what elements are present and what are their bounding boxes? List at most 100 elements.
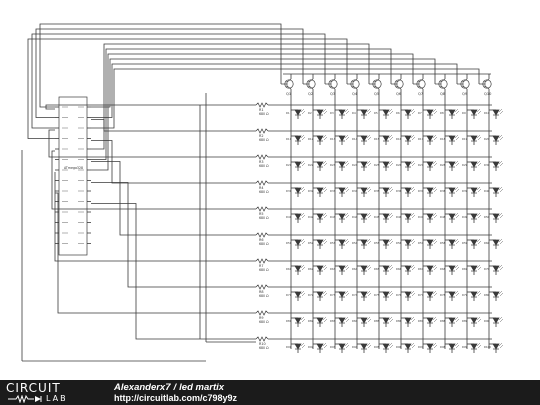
led-ray — [477, 136, 482, 141]
matrix-led — [338, 264, 350, 272]
resistor-value: 680 Ω — [259, 346, 269, 350]
led-triangle — [492, 343, 500, 350]
led-triangle — [360, 135, 368, 142]
row-drive-wire — [55, 192, 200, 314]
led-ray — [323, 318, 328, 323]
matrix-led — [360, 342, 372, 350]
led-ray — [322, 212, 327, 217]
led-label: D67 — [418, 267, 424, 271]
logo-text-top: CIRCUIT — [6, 381, 61, 395]
led-ray — [411, 162, 416, 167]
matrix-led — [382, 342, 394, 350]
led-ray — [344, 290, 349, 295]
led-ray — [411, 188, 416, 193]
led-ray — [454, 108, 459, 113]
led-triangle — [426, 317, 434, 324]
led-ray — [455, 292, 460, 297]
led-triangle — [404, 343, 412, 350]
matrix-led — [316, 134, 328, 142]
led-triangle — [404, 213, 412, 220]
circuitlab-logo[interactable]: CIRCUIT LAB — [6, 382, 98, 404]
matrix-led — [316, 212, 328, 220]
matrix-led — [360, 212, 372, 220]
resistor-label: R6 — [259, 238, 264, 242]
matrix-led — [404, 134, 416, 142]
led-label: D24 — [352, 163, 358, 167]
led-ray — [498, 212, 503, 217]
led-ray — [301, 266, 306, 271]
row-drive-wire — [91, 182, 200, 288]
led-label: D30 — [484, 163, 490, 167]
led-label: D58 — [440, 241, 446, 245]
led-triangle — [382, 291, 390, 298]
matrix-led — [338, 160, 350, 168]
led-ray — [367, 266, 372, 271]
matrix-led — [338, 342, 350, 350]
matrix-led — [404, 160, 416, 168]
led-ray — [366, 238, 371, 243]
led-triangle — [470, 213, 478, 220]
led-ray — [411, 214, 416, 219]
microcontroller-chip — [58, 96, 88, 256]
matrix-led — [294, 212, 306, 220]
led-ray — [323, 292, 328, 297]
led-ray — [498, 290, 503, 295]
transistor-q4 — [347, 78, 360, 90]
led-triangle — [360, 213, 368, 220]
matrix-led — [492, 238, 504, 246]
matrix-led — [316, 108, 328, 116]
led-ray — [476, 160, 481, 165]
led-label: D45 — [374, 215, 380, 219]
led-label: D36 — [396, 189, 402, 193]
transistor-label: Q10 — [484, 92, 492, 96]
led-label: D11 — [286, 137, 292, 141]
led-triangle — [294, 213, 302, 220]
led-ray — [301, 240, 306, 245]
led-label: D90 — [484, 319, 490, 323]
matrix-led — [294, 108, 306, 116]
matrix-led — [426, 212, 438, 220]
led-triangle — [448, 343, 456, 350]
transistor-emitter — [286, 85, 292, 90]
led-ray — [499, 110, 504, 115]
transistor-collector — [308, 78, 314, 83]
led-ray — [477, 266, 482, 271]
matrix-led — [294, 264, 306, 272]
led-ray — [322, 264, 327, 269]
row-resistor — [255, 310, 269, 316]
led-triangle — [492, 291, 500, 298]
led-triangle — [448, 161, 456, 168]
led-label: D77 — [418, 293, 424, 297]
led-triangle — [382, 239, 390, 246]
led-ray — [432, 212, 437, 217]
matrix-led — [360, 290, 372, 298]
led-ray — [389, 162, 394, 167]
led-ray — [432, 186, 437, 191]
author-link[interactable]: Alexanderx7 — [114, 382, 171, 393]
resistor-value: 680 Ω — [259, 294, 269, 298]
matrix-led — [316, 316, 328, 324]
led-triangle — [338, 109, 346, 116]
matrix-led — [382, 316, 394, 324]
led-ray — [477, 292, 482, 297]
circuit-url[interactable]: http://circuitlab.com/c798y9z — [114, 393, 238, 403]
led-triangle — [316, 213, 324, 220]
row-drive-wire — [45, 104, 200, 110]
row-drive-wire — [91, 161, 200, 236]
led-triangle — [316, 291, 324, 298]
led-ray — [499, 162, 504, 167]
transistor-emitter — [308, 85, 314, 90]
matrix-led — [492, 160, 504, 168]
matrix-led — [470, 134, 482, 142]
led-label: D18 — [440, 137, 446, 141]
column-drive-wire — [91, 58, 241, 108]
matrix-led — [492, 290, 504, 298]
matrix-led — [338, 212, 350, 220]
led-ray — [345, 110, 350, 115]
matrix-led — [294, 186, 306, 194]
led-ray — [300, 134, 305, 139]
led-label: D1 — [286, 111, 290, 115]
led-ray — [476, 342, 481, 347]
